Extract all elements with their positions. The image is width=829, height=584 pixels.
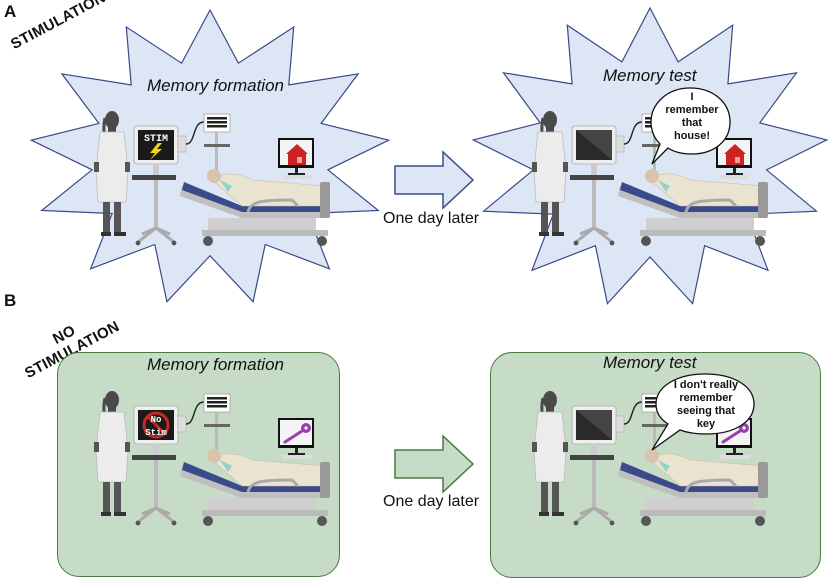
delay-label-a: One day later [383, 210, 480, 227]
speech-line: seeing that [676, 405, 736, 417]
key-icon [283, 423, 311, 444]
lightning-bolt-icon [150, 143, 162, 160]
svg-text:No: No [151, 415, 162, 425]
doctor-figure [94, 391, 130, 516]
memory-test-title-a: Memory test [603, 66, 697, 85]
memory-test-title-b: Memory test [603, 353, 697, 372]
hospital-bed [180, 169, 330, 246]
stimulation-monitor-cart: No Stim [132, 401, 205, 526]
hospital-bed [618, 169, 768, 246]
memory-formation-title-a: Memory formation [147, 76, 284, 95]
hospital-bed [180, 449, 330, 526]
prohibited-icon [142, 411, 170, 439]
doctor-figure [532, 111, 568, 236]
speech-bubble [651, 373, 755, 451]
speech-text-dont-remember-key: I don't really remember seeing that key [661, 379, 751, 431]
stimulus-display [278, 138, 314, 179]
speech-line: remember [679, 392, 733, 404]
speech-line: remember [665, 104, 719, 116]
speech-line: house! [673, 130, 711, 142]
hospital-scene-graphic: STIM [94, 111, 330, 246]
svg-text:Stim: Stim [145, 428, 167, 438]
eeg-monitor [203, 113, 231, 172]
panel-a-label: A [4, 2, 17, 21]
house-icon [286, 144, 308, 165]
arrow-right-icon [394, 434, 475, 494]
hospital-bed [618, 449, 768, 526]
speech-text-remember-house: I remember that house! [655, 91, 729, 143]
stim-screen [138, 130, 174, 160]
speech-line: I [690, 91, 694, 103]
house-icon [724, 144, 746, 165]
stimulus-display [716, 138, 752, 179]
stimulation-monitor-cart [570, 121, 643, 246]
delay-label-b: One day later [383, 493, 480, 510]
speech-bubble [650, 87, 731, 165]
doctor-figure [94, 111, 130, 236]
doctor-figure [532, 391, 568, 516]
speech-line: I don't really [673, 379, 739, 391]
stimulation-monitor-cart: STIM [132, 121, 205, 246]
arrow-right-icon [394, 150, 475, 210]
stimulus-display [278, 418, 314, 459]
hospital-scene-graphic [532, 111, 768, 246]
eeg-monitor [203, 393, 231, 452]
svg-text:STIM: STIM [144, 134, 168, 145]
stimulation-monitor-cart [570, 401, 643, 526]
speech-line: key [696, 418, 716, 430]
memory-formation-title-b: Memory formation [147, 355, 284, 374]
speech-line: that [681, 117, 703, 129]
hospital-scene-graphic: No Stim [94, 391, 330, 526]
panel-b-label: B [4, 291, 17, 310]
